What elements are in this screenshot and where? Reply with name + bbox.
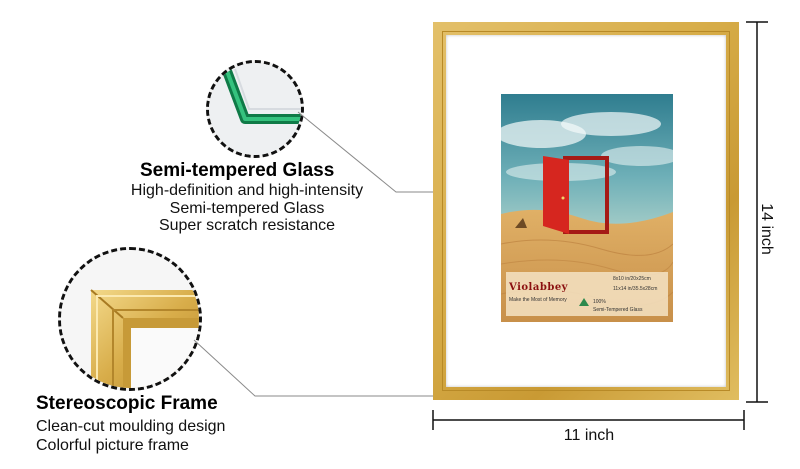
glass-callout-circle — [206, 60, 304, 158]
size-label-b: 11x14 in/35.5x28cm — [613, 286, 658, 292]
glass-feature-line-3: Super scratch resistance — [158, 217, 336, 234]
width-label: 11 inch — [563, 427, 615, 444]
brand-logo: Violabbey — [509, 282, 568, 293]
framed-photo: Violabbey Make the Most of Memory 8x10 i… — [501, 94, 673, 322]
brand-tagline: Make the Most of Memory — [509, 297, 567, 303]
frame-inner-edge — [442, 31, 730, 391]
frame-feature-line-1: Clean-cut moulding design — [36, 418, 226, 435]
glass-feature-line-1: High-definition and high-intensity — [130, 182, 364, 199]
frame-feature-title: Stereoscopic Frame — [36, 393, 218, 414]
glass-feature-line-2: Semi-tempered Glass — [169, 200, 325, 217]
glass-type-label: Semi-Tempered Glass — [593, 307, 643, 313]
glass-corner-icon — [209, 63, 301, 155]
size-label-a: 8x10 in/20x25cm — [613, 276, 651, 282]
glass-percent: 100% — [593, 299, 606, 305]
frame-feature-line-2: Colorful picture frame — [36, 437, 189, 454]
desert-door-illustration — [501, 94, 673, 322]
picture-frame: Violabbey Make the Most of Memory 8x10 i… — [433, 22, 739, 400]
glass-feature-title: Semi-tempered Glass — [140, 160, 335, 181]
